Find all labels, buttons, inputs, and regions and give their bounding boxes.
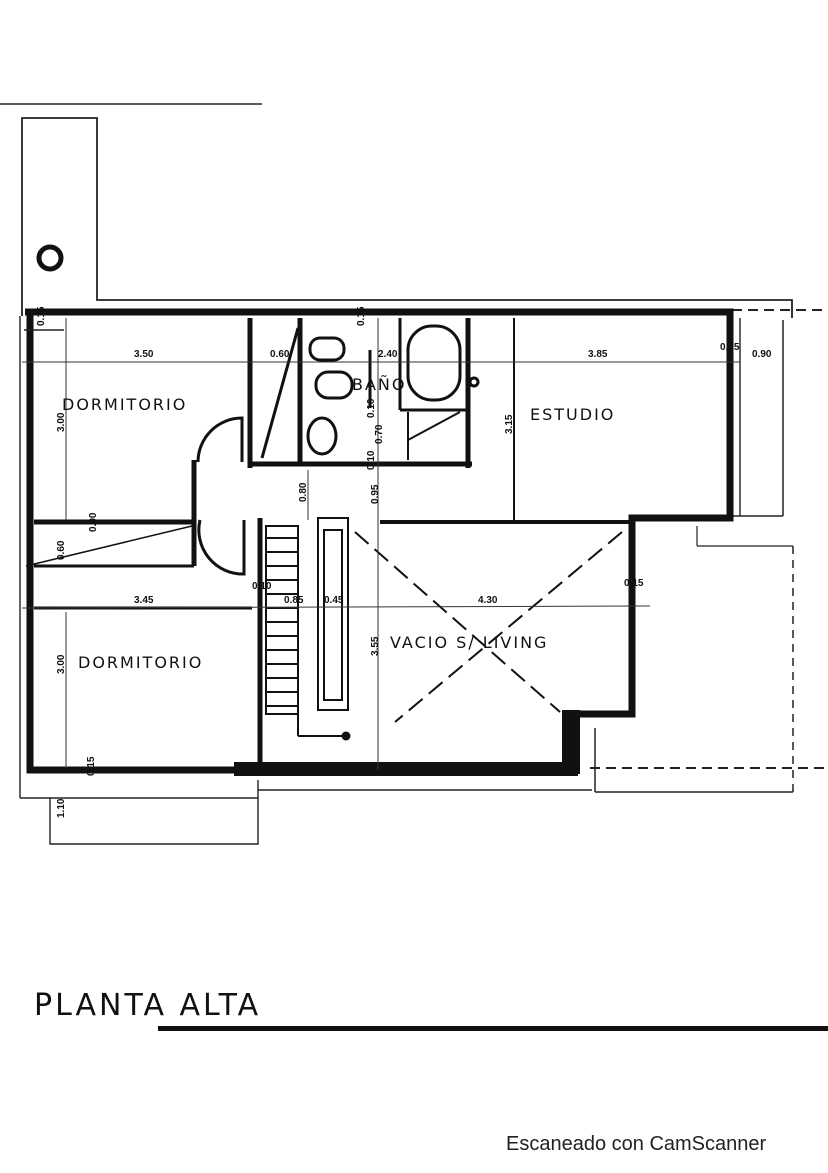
staircase xyxy=(265,517,351,741)
doors xyxy=(25,327,300,576)
dim-label: 0.80 xyxy=(298,482,309,502)
dimension-lines xyxy=(21,318,740,770)
dim-label: 3.55 xyxy=(370,636,381,656)
dim-label: 0.10 xyxy=(252,581,272,592)
dim-label: 0.70 xyxy=(374,424,385,444)
dim-label: 0.95 xyxy=(370,484,381,504)
exterior-lines xyxy=(19,316,741,845)
plan-title: PLANTA ALTA xyxy=(34,988,262,1023)
dim-label: 0.60 xyxy=(270,349,290,360)
dim-label: 3.45 xyxy=(134,595,154,606)
bottom-wall-heavy xyxy=(234,762,578,776)
scanner-watermark: Escaneado con CamScanner xyxy=(506,1133,767,1155)
room-label-dormitorio-1: DORMITORIO xyxy=(62,395,187,414)
dim-label: 0.60 xyxy=(56,540,67,560)
dim-label: 0.15 xyxy=(36,306,47,326)
dim-label: 0.90 xyxy=(752,349,772,360)
dim-label: 0.15 xyxy=(624,578,644,589)
room-label-vacio: VACIO S/ LIVING xyxy=(390,633,548,652)
room-label-bano: BAÑO xyxy=(352,375,406,394)
dim-label: 0.10 xyxy=(366,398,377,418)
dim-label: 3.15 xyxy=(504,414,515,434)
dim-label: 3.00 xyxy=(56,412,67,432)
dim-label: 1.10 xyxy=(56,798,67,818)
outer-walls xyxy=(25,308,734,774)
chimney-symbol xyxy=(36,244,64,272)
dim-label: 3.00 xyxy=(56,654,67,674)
dim-label: 4.30 xyxy=(478,595,498,606)
right-balcony xyxy=(590,309,828,793)
dim-label: 0.15 xyxy=(86,756,97,776)
dim-label: 0.10 xyxy=(366,450,377,470)
corner-wall-heavy xyxy=(562,710,580,774)
dim-label: 3.50 xyxy=(134,349,154,360)
title-underline xyxy=(158,1026,828,1031)
dim-label: 3.85 xyxy=(588,349,608,360)
interior-walls xyxy=(34,318,632,770)
dim-label: 0.15 xyxy=(720,342,740,353)
room-label-dormitorio-2: DORMITORIO xyxy=(78,653,203,672)
dim-label: 1.25 xyxy=(398,764,418,775)
dim-label: 0.90 xyxy=(88,512,99,532)
side-strip xyxy=(21,117,793,318)
bathroom-fixtures xyxy=(306,324,480,460)
dim-label: 0.15 xyxy=(356,306,367,326)
dim-label: 0.45 xyxy=(324,595,344,606)
dim-label: 2.40 xyxy=(378,349,398,360)
void-lines xyxy=(354,531,623,723)
dim-label: 0.85 xyxy=(284,595,304,606)
room-label-estudio: ESTUDIO xyxy=(530,405,615,424)
